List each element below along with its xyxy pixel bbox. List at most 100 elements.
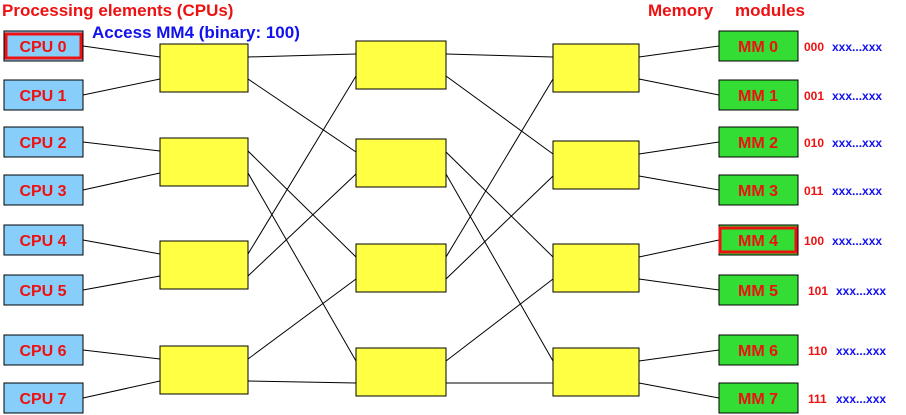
memory-wire <box>638 175 720 191</box>
shuffle-wire <box>247 78 357 153</box>
address-bits: 100 <box>804 234 824 248</box>
memory-label: MM 7 <box>738 391 778 408</box>
memory-label: MM 4 <box>738 233 778 250</box>
cpu-highlight-frame <box>4 32 83 60</box>
cpu-wire <box>82 141 161 152</box>
access-note: Access MM4 (binary: 100) <box>92 23 300 42</box>
cpu-label: CPU 0 <box>19 39 66 56</box>
cpu-box <box>3 174 84 206</box>
memory-wire <box>638 78 720 96</box>
switch-stages <box>159 40 640 397</box>
shuffle-wire <box>445 173 554 362</box>
shuffle-wire <box>247 53 357 58</box>
cpu-label: CPU 2 <box>19 135 66 152</box>
interconnect-wires <box>82 45 720 399</box>
shuffle-wire <box>445 53 554 58</box>
cpu-label: CPU 4 <box>19 233 66 250</box>
memory-box <box>718 334 799 366</box>
cpu-wire <box>82 349 161 360</box>
switch-box-stage-1 <box>159 345 249 395</box>
address-bits: 011 <box>804 184 824 198</box>
cpu-box <box>3 224 84 256</box>
switch-box-stage-2 <box>355 347 447 397</box>
switch-box-stage-1 <box>159 137 249 187</box>
memory-wire <box>638 349 720 362</box>
memory-label: MM 0 <box>738 39 778 56</box>
address-suffix: xxx...xxx <box>832 89 882 103</box>
cpu-label: CPU 6 <box>19 343 66 360</box>
switch-box-stage-3 <box>552 140 640 190</box>
memory-box <box>718 274 799 306</box>
cpu-box <box>3 30 84 62</box>
address-bits: 110 <box>808 344 828 358</box>
memory-box <box>718 224 799 256</box>
switch-box-stage-3 <box>552 243 640 293</box>
address-suffix: xxx...xxx <box>832 40 882 54</box>
memory-wire <box>638 278 720 291</box>
cpu-wire <box>82 275 161 291</box>
shuffle-wire <box>247 150 357 258</box>
switch-box-stage-3 <box>552 347 640 397</box>
memory-wire <box>638 382 720 399</box>
shuffle-wire <box>247 172 357 362</box>
cpu-label: CPU 7 <box>19 391 66 408</box>
cpu-box <box>3 126 84 158</box>
cpu-label: CPU 1 <box>19 88 66 105</box>
shuffle-wire <box>445 75 554 155</box>
address-suffix: xxx...xxx <box>836 344 886 358</box>
cpu-box <box>3 274 84 306</box>
cpu-wire <box>82 239 161 255</box>
shuffle-wire <box>445 151 554 258</box>
cpu-box <box>3 382 84 414</box>
cpu-label: CPU 3 <box>19 183 66 200</box>
memory-box <box>718 30 799 62</box>
memory-box <box>718 126 799 158</box>
memory-wire <box>638 45 720 58</box>
memory-box <box>718 174 799 206</box>
cpu-wire <box>82 172 161 191</box>
cpu-wire <box>82 78 161 96</box>
shuffle-wire <box>247 278 357 360</box>
switch-box-stage-2 <box>355 138 447 188</box>
switch-box-stage-2 <box>355 243 447 293</box>
shuffle-wire <box>445 278 554 362</box>
cpu-column-title: Processing elements (CPUs) <box>2 1 233 20</box>
cpu-box <box>3 334 84 366</box>
cpu-column: CPU 0 CPU 1 CPU 2 CPU 3 CPU 4 CPU 5 CPU 6 CPU 7 <box>3 30 84 414</box>
address-bits: 000 <box>804 40 824 54</box>
address-suffix: xxx...xxx <box>832 184 882 198</box>
shuffle-wire <box>445 175 554 280</box>
cpu-label: CPU 5 <box>19 283 66 300</box>
shuffle-wire <box>247 380 357 384</box>
memory-label: MM 6 <box>738 343 778 360</box>
address-bits: 010 <box>804 136 824 150</box>
switch-box-stage-3 <box>552 43 640 93</box>
address-bits: 001 <box>804 89 824 103</box>
switch-box-stage-2 <box>355 40 447 90</box>
address-bits: 111 <box>808 392 827 406</box>
memory-box <box>718 382 799 414</box>
shuffle-wire <box>247 173 357 277</box>
memory-wire <box>638 141 720 155</box>
memory-box <box>718 79 799 111</box>
shuffle-wire <box>445 78 554 258</box>
memory-wire <box>638 239 720 258</box>
address-suffix: xxx...xxx <box>832 136 882 150</box>
address-bits: 101 <box>808 284 828 298</box>
switch-box-stage-1 <box>159 43 249 93</box>
address-suffix: xxx...xxx <box>836 392 886 406</box>
memory-label: MM 1 <box>738 88 778 105</box>
switch-box-stage-1 <box>159 240 249 290</box>
cpu-wire <box>82 380 161 399</box>
cpu-wire <box>82 45 161 58</box>
shuffle-wire <box>247 75 357 255</box>
cpu-box <box>3 79 84 111</box>
address-suffix: xxx...xxx <box>832 234 882 248</box>
memory-label: MM 3 <box>738 183 778 200</box>
memory-column-title-part1: Memory <box>648 1 714 20</box>
address-suffix: xxx...xxx <box>836 284 886 298</box>
memory-column: MM 0 MM 1 MM 2 MM 3 MM 4 MM 5 MM 6 MM 7 <box>718 30 799 414</box>
memory-label: MM 5 <box>738 283 778 300</box>
memory-label: MM 2 <box>738 135 778 152</box>
